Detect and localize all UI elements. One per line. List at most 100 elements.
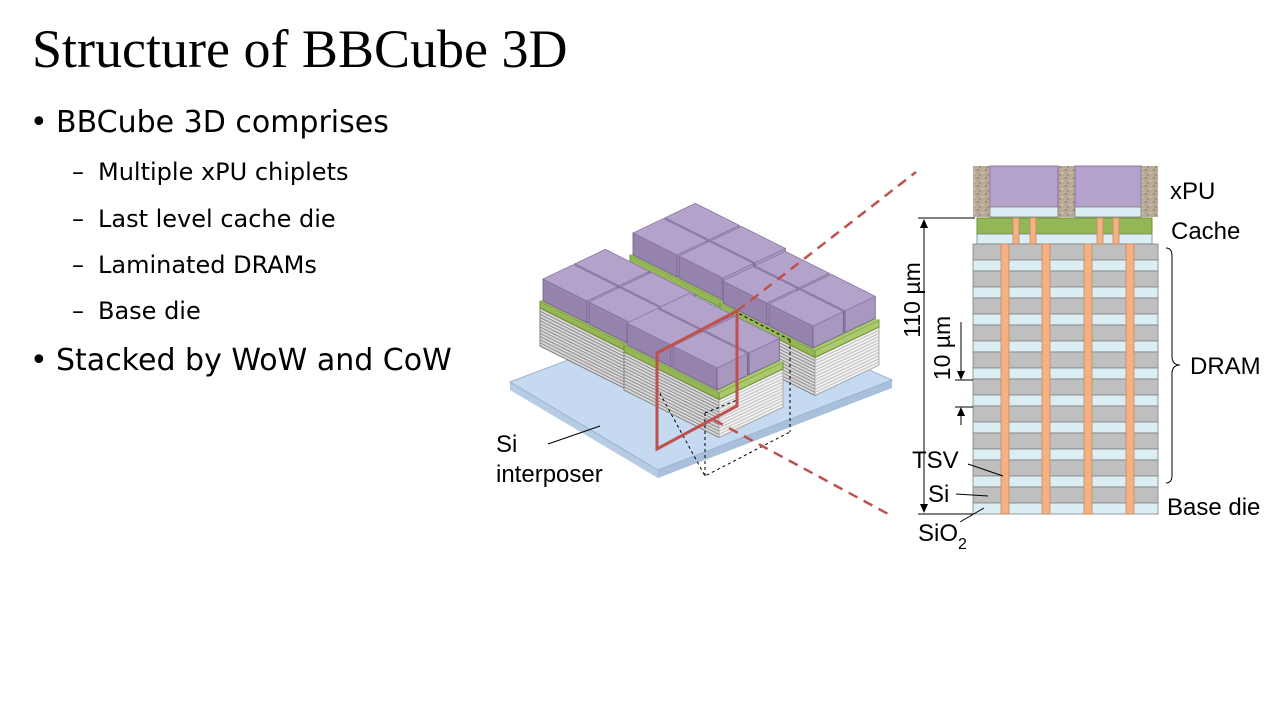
- dram-layer-line: [814, 361, 880, 393]
- iso-package: Si interposer: [496, 202, 894, 488]
- xpu-chiplet-top: [672, 331, 749, 369]
- zoom-line-top: [736, 171, 917, 312]
- tsv-cache-column: [1029, 217, 1037, 245]
- dram-layer-line: [814, 358, 880, 390]
- dram-layer-line: [814, 332, 880, 365]
- dimension-110-label: 110 µm: [899, 262, 925, 337]
- tsv-column: [1000, 243, 1010, 515]
- bullet-glyph: •: [30, 105, 48, 140]
- dram-brace: [1165, 247, 1181, 484]
- xpu-chiplet-top: [678, 241, 755, 279]
- dram-layer-line: [539, 326, 636, 375]
- dram-layer-line: [814, 351, 880, 384]
- cache-layer: [976, 217, 1153, 245]
- dram-layer-line: [718, 390, 784, 423]
- sio2-subscript: 2: [958, 536, 967, 553]
- dram-layer-line: [539, 336, 636, 385]
- dram-layer-line: [623, 354, 720, 404]
- sio2-leader: [959, 507, 985, 523]
- xpu-chiplet-top: [710, 225, 787, 264]
- dram-layer-line: [623, 364, 720, 413]
- dash-glyph: –: [72, 251, 84, 279]
- sio2-label: SiO2: [918, 520, 967, 553]
- dram-layer-line: [623, 373, 720, 423]
- si-leader: [955, 493, 989, 497]
- xpu-chiplet-top: [800, 273, 877, 312]
- tsv-columns: [1000, 217, 1135, 515]
- bullet-text: Stacked by WoW and CoW: [56, 343, 452, 378]
- dram-layer-line: [814, 329, 880, 362]
- bullet-text: BBCube 3D comprises: [56, 105, 389, 140]
- si-layer-label: Si: [928, 481, 949, 508]
- si-label: Si: [496, 431, 517, 458]
- dram-oxide-layer: [972, 502, 1159, 515]
- sub-bullet-item: –Laminated DRAMs: [72, 253, 317, 277]
- dram-layer-line: [623, 357, 720, 407]
- dimension-10: [955, 322, 973, 425]
- dram-layer-line: [539, 310, 636, 360]
- xpu-chiplet-top: [658, 292, 735, 331]
- xpu-chiplet-top: [632, 218, 709, 256]
- sub-bullet-text: Base die: [98, 297, 201, 325]
- dram-layer-line: [539, 329, 636, 379]
- xpu-chiplet-top: [704, 315, 781, 354]
- dram-layer-line: [718, 378, 784, 410]
- dram-layer-line: [814, 336, 880, 368]
- cross-section-plane: [655, 308, 739, 452]
- cross-section: 110 µm 10 µm xPU Cache DRAM Base die TSV…: [899, 165, 1261, 553]
- dram-layer-line: [539, 342, 636, 391]
- dram-layer-line: [539, 320, 636, 369]
- dram-layer-line: [718, 387, 784, 419]
- tsv-leader: [967, 463, 1004, 477]
- base-die-label: Base die: [1167, 494, 1260, 521]
- tsv-label: TSV: [912, 447, 959, 474]
- cache-label: Cache: [1171, 218, 1240, 245]
- tsv-column: [1041, 243, 1051, 515]
- xpu-chiplet-top: [574, 248, 651, 287]
- sub-bullet-text: Last level cache die: [98, 205, 336, 233]
- si-leader-line: [547, 425, 601, 445]
- sio2-main: SiO: [918, 520, 958, 547]
- dimension-110: [918, 217, 975, 515]
- bullet-item: •BBCube 3D comprises: [30, 108, 389, 138]
- xpu-chiplet-top: [664, 202, 741, 241]
- xpu-chiplet-top: [542, 264, 619, 302]
- dram-stack: [972, 243, 1159, 515]
- dimension-10-label: 10 µm: [929, 316, 955, 380]
- dram-layer-line: [718, 374, 784, 407]
- dram-layer-line: [539, 323, 636, 372]
- interposer-label: interposer: [496, 461, 603, 488]
- sub-bullet-item: –Multiple xPU chiplets: [72, 160, 349, 184]
- dash-glyph: –: [72, 205, 84, 233]
- dram-layer-line: [814, 339, 880, 371]
- dram-layer-line: [814, 348, 880, 381]
- dram-layer-line: [623, 361, 720, 410]
- dram-layer-line: [814, 355, 880, 387]
- dram-layer-line: [718, 397, 784, 429]
- dram-layer-line: [539, 313, 636, 363]
- sub-bullet-item: –Base die: [72, 299, 201, 323]
- dram-layer-line: [814, 345, 880, 377]
- slide-title: Structure of BBCube 3D: [32, 19, 568, 79]
- dram-layer-line: [718, 400, 784, 432]
- dram-layer-line: [623, 367, 720, 416]
- stack-right: [719, 250, 880, 397]
- tsv-column: [1125, 243, 1135, 515]
- dram-layer-line: [718, 371, 784, 404]
- tsv-cache-column: [1096, 217, 1104, 245]
- dram-layer-line: [623, 380, 720, 429]
- dash-glyph: –: [72, 297, 84, 325]
- dram-layer-line: [539, 332, 636, 382]
- xpu-chiplet-top: [722, 266, 799, 304]
- dram-layer-line: [539, 317, 636, 366]
- xpu-layer: [973, 165, 1158, 218]
- tsv-cache-column: [1012, 217, 1020, 245]
- tsv-column: [1083, 243, 1093, 515]
- xpu-chiplet-top: [768, 289, 845, 327]
- xpu-label: xPU: [1170, 178, 1215, 205]
- bullet-item: •Stacked by WoW and CoW: [30, 346, 452, 376]
- dram-layer-line: [623, 370, 720, 419]
- dram-layer-line: [718, 393, 784, 426]
- sub-bullet-text: Laminated DRAMs: [98, 251, 317, 279]
